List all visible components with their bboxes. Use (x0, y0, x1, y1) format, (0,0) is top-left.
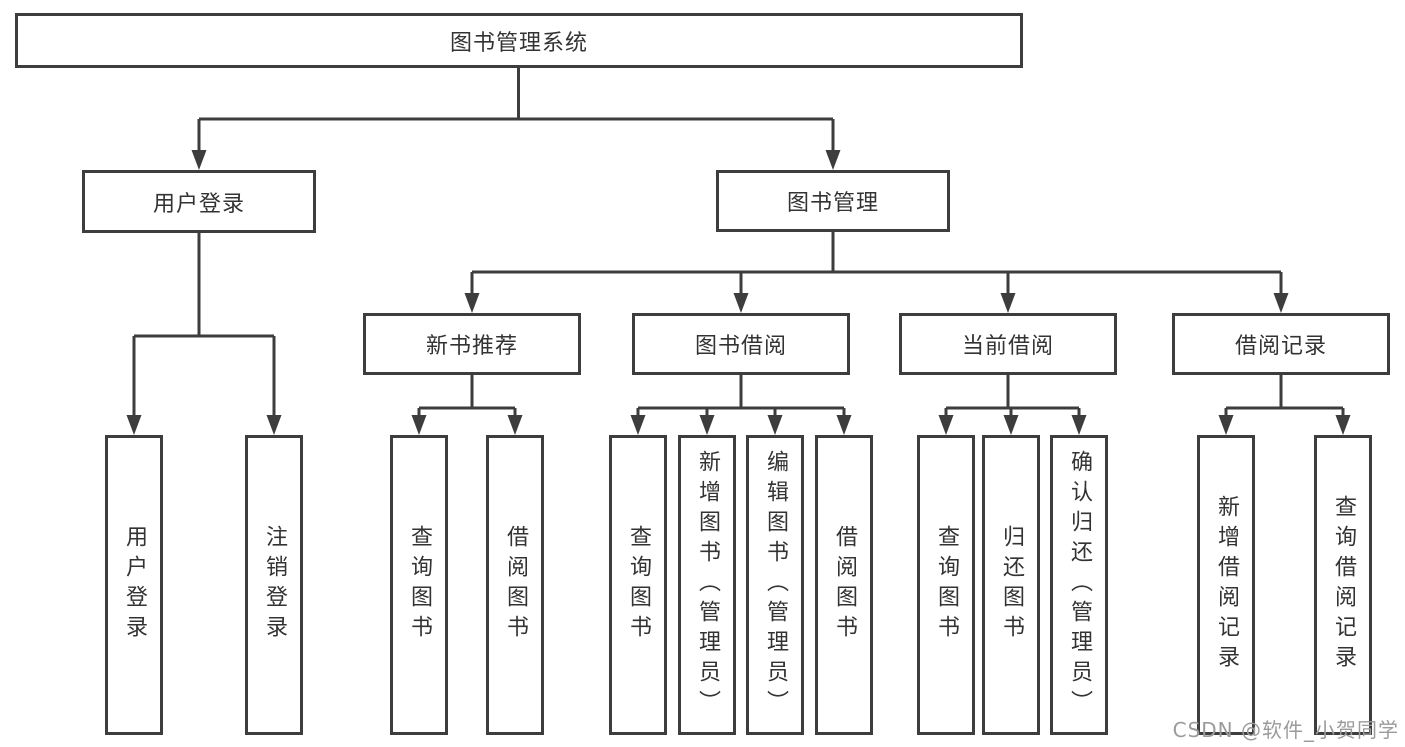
leaf-label: 查询借阅记录 (1331, 495, 1356, 675)
leaf-borrow-book: 借阅图书 (815, 435, 873, 735)
leaf-label: 查询图书 (407, 525, 432, 645)
leaf-label: 新增借阅记录 (1214, 495, 1239, 675)
connector-new-book-bus (417, 375, 517, 417)
node-label: 图书管理系统 (449, 30, 588, 56)
arrowhead (767, 415, 783, 435)
leaf-label: 借阅图书 (832, 525, 857, 645)
leaf-logout: 注销登录 (245, 435, 303, 735)
leaf-label: 查询图书 (934, 525, 959, 645)
arrowhead (507, 415, 523, 435)
leaf-edit-book-admin: 编辑图书（管理员） (746, 435, 804, 735)
arrowhead (699, 415, 715, 435)
arrowhead (1218, 415, 1234, 435)
leaf-label: 查询图书 (626, 525, 651, 645)
arrowhead (1003, 415, 1019, 435)
arrowhead (825, 150, 841, 170)
node-book-management: 图书管理 (716, 170, 950, 232)
arrowhead (938, 415, 954, 435)
arrowhead (630, 415, 646, 435)
node-borrow-record: 借阅记录 (1172, 313, 1390, 375)
leaf-query-book-borrow: 查询图书 (609, 435, 667, 735)
leaf-label: 新增图书（管理员） (695, 450, 720, 720)
node-label: 新书推荐 (425, 334, 518, 359)
leaf-label: 归还图书 (999, 525, 1024, 645)
node-current-borrow: 当前借阅 (899, 313, 1117, 375)
connector-book-borrow-bus (636, 375, 846, 417)
leaf-confirm-return-admin: 确认归还（管理员） (1050, 435, 1108, 735)
arrowhead (266, 415, 282, 435)
arrowhead (411, 415, 427, 435)
leaf-label: 借阅图书 (503, 525, 528, 645)
node-system-root: 图书管理系统 (15, 13, 1023, 68)
arrowhead (836, 415, 852, 435)
leaf-label: 编辑图书（管理员） (763, 450, 788, 720)
node-label: 当前借阅 (961, 334, 1054, 359)
leaf-user-login: 用户登录 (105, 435, 163, 735)
node-book-borrow: 图书借阅 (632, 313, 850, 375)
arrowhead (191, 150, 207, 170)
node-label: 用户登录 (152, 191, 245, 217)
leaf-label: 确认归还（管理员） (1067, 450, 1092, 720)
connector-user-login-bus (132, 233, 276, 417)
connector-current-borrow-bus (944, 375, 1081, 417)
leaf-label: 用户登录 (122, 525, 147, 645)
leaf-return-book: 归还图书 (982, 435, 1040, 735)
connector-borrow-record-bus (1224, 375, 1345, 417)
leaf-label: 注销登录 (262, 525, 287, 645)
arrowhead (1000, 293, 1016, 313)
arrowhead (1273, 293, 1289, 313)
node-label: 图书借阅 (694, 334, 787, 359)
leaf-query-book-current: 查询图书 (917, 435, 975, 735)
node-user-login: 用户登录 (82, 170, 316, 233)
node-label: 图书管理 (786, 191, 879, 216)
leaf-add-book-admin: 新增图书（管理员） (678, 435, 736, 735)
arrowhead (464, 293, 480, 313)
arrowhead (1071, 415, 1087, 435)
arrowhead (126, 415, 142, 435)
leaf-query-book-recommend: 查询图书 (390, 435, 448, 735)
node-new-book-recommend: 新书推荐 (363, 313, 581, 375)
arrowhead (733, 293, 749, 313)
connector-book-mgmt-bus (470, 232, 1283, 295)
connector-root-bus (197, 68, 835, 152)
arrowhead (1335, 415, 1351, 435)
csdn-watermark: CSDN @软件_小贺同学 (1172, 718, 1399, 742)
node-label: 借阅记录 (1234, 334, 1327, 359)
leaf-borrow-book-recommend: 借阅图书 (486, 435, 544, 735)
leaf-add-borrow-record: 新增借阅记录 (1197, 435, 1255, 735)
leaf-query-borrow-record: 查询借阅记录 (1314, 435, 1372, 735)
